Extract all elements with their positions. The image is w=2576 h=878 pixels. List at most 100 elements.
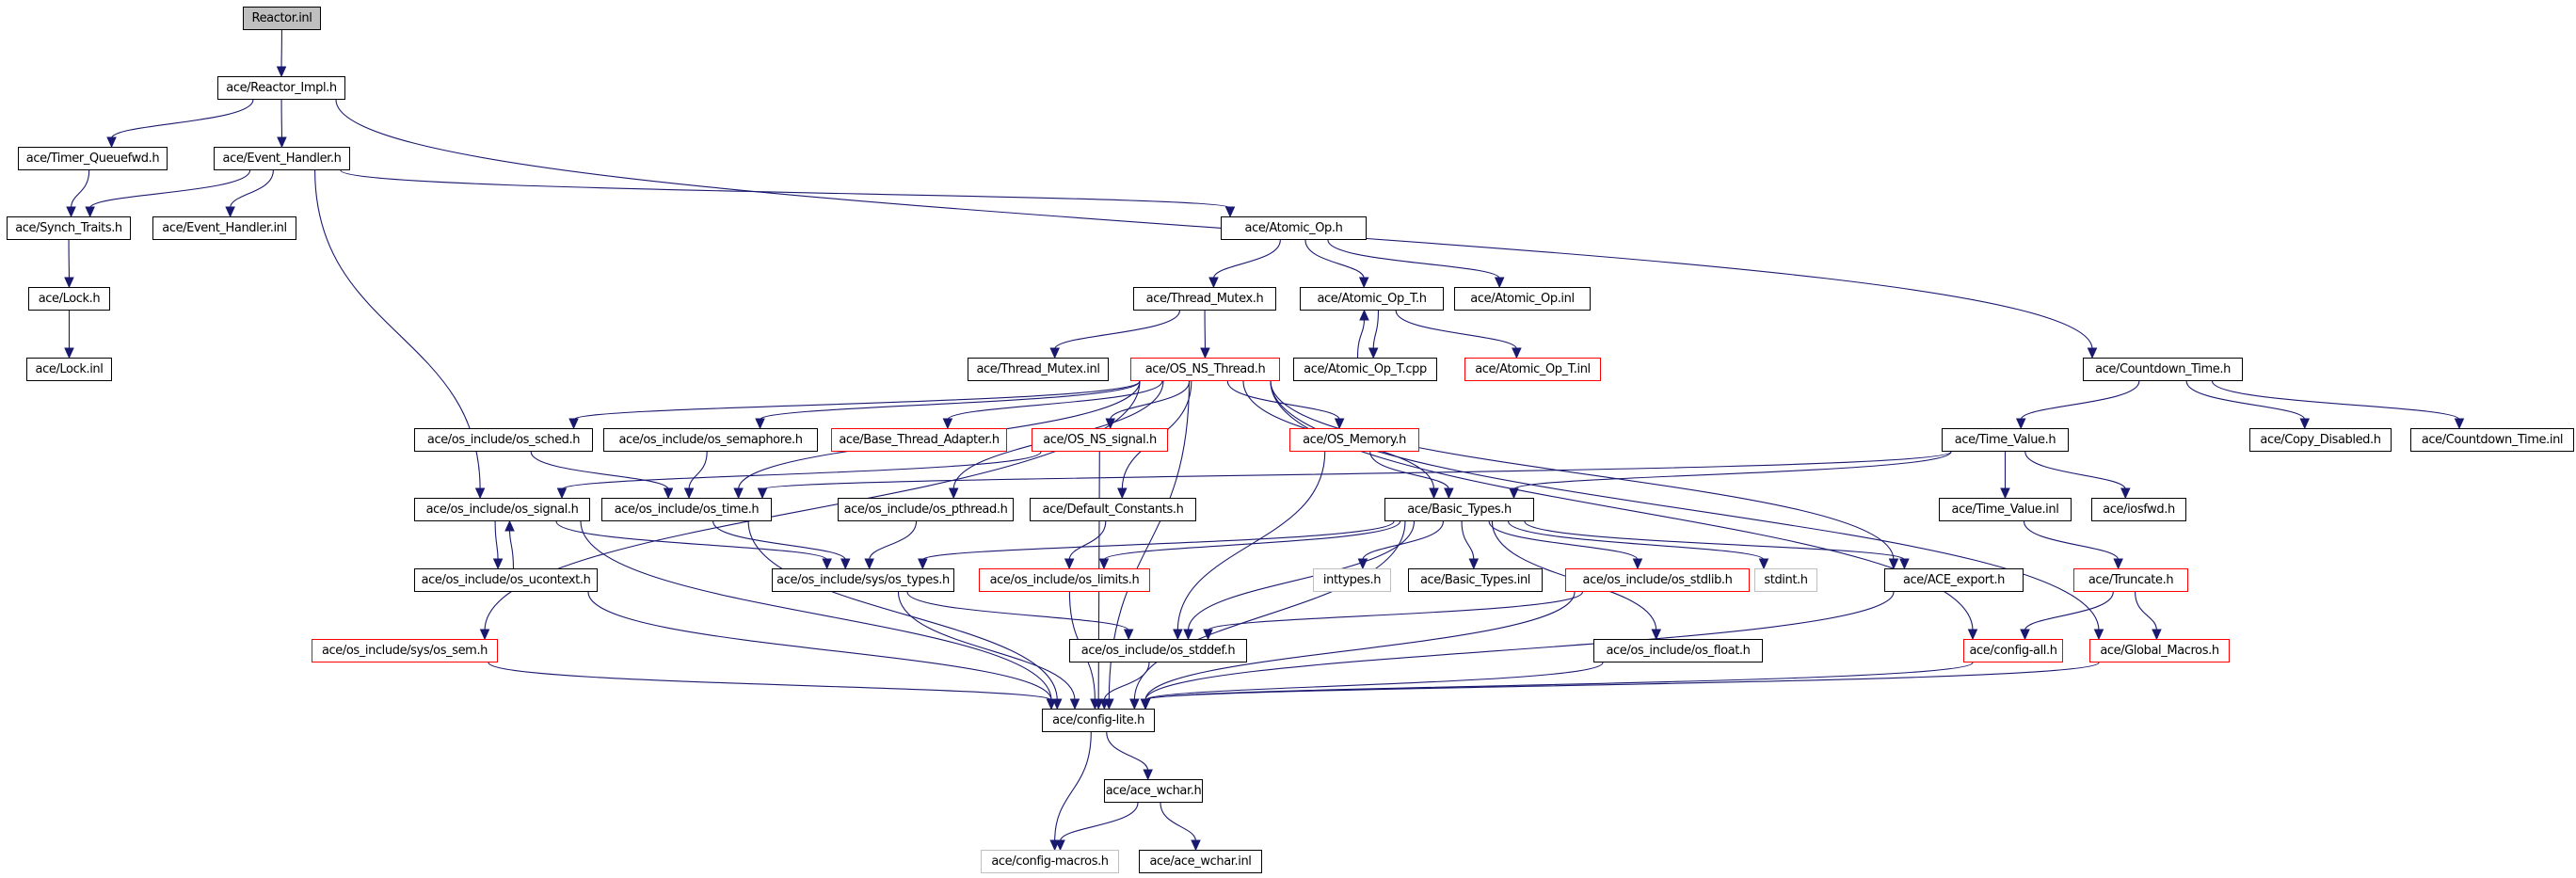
arrowhead-icon — [1090, 698, 1100, 710]
node-os-ns-thread-h[interactable]: ace/OS_NS_Thread.h — [1130, 358, 1280, 381]
node-os-ucontext-h[interactable]: ace/os_include/os_ucontext.h — [414, 568, 598, 592]
node-default-constants-h[interactable]: ace/Default_Constants.h — [1030, 498, 1196, 521]
node-reactor-inl[interactable]: Reactor.inl — [243, 7, 321, 30]
node-os-pthread-h[interactable]: ace/os_include/os_pthread.h — [838, 498, 1014, 521]
node-os-signal-h[interactable]: ace/os_include/os_signal.h — [414, 498, 590, 521]
arrowhead-icon — [822, 558, 832, 570]
node-timer-queuefwd-h[interactable]: ace/Timer_Queuefwd.h — [18, 147, 168, 170]
arrowhead-icon — [1651, 629, 1662, 641]
arrowhead-icon — [755, 418, 765, 430]
edge-basic-types-h-to-ace-export-h — [1524, 520, 1905, 561]
node-os-memory-h[interactable]: ace/OS_Memory.h — [1289, 428, 1419, 452]
node-countdown-time-inl[interactable]: ace/Countdown_Time.inl — [2410, 428, 2574, 452]
node-os-float-h[interactable]: ace/os_include/os_float.h — [1593, 639, 1763, 662]
node-os-sched-h[interactable]: ace/os_include/os_sched.h — [414, 428, 593, 452]
edge-truncate-h-to-config-all-h — [2024, 591, 2114, 631]
edge-basic-types-h-to-os-stddef-h — [1187, 520, 1416, 631]
edge-event-handler-h-to-event-handler-inl — [230, 169, 274, 209]
node-label: ace/Atomic_Op.h — [1244, 221, 1343, 235]
node-sys-os-types-h[interactable]: ace/os_include/sys/os_types.h — [772, 568, 954, 592]
edge-truncate-h-to-global-macros-h — [2135, 591, 2157, 631]
node-os-ns-signal-h[interactable]: ace/OS_NS_signal.h — [1032, 428, 1168, 452]
arrowhead-icon — [1632, 558, 1643, 570]
node-atomic-op-h[interactable]: ace/Atomic_Op.h — [1221, 216, 1367, 240]
node-synch-traits-h[interactable]: ace/Synch_Traits.h — [7, 216, 131, 240]
node-os-semaphore-h[interactable]: ace/os_include/os_semaphore.h — [603, 428, 818, 452]
node-ace-export-h[interactable]: ace/ACE_export.h — [1884, 568, 2024, 592]
edge-os-ns-thread-h-to-config-all-h — [1270, 380, 1974, 631]
node-lock-h[interactable]: ace/Lock.h — [28, 287, 110, 311]
arrowhead-icon — [1098, 558, 1110, 570]
node-config-lite-h[interactable]: ace/config-lite.h — [1042, 709, 1155, 732]
node-os-time-h[interactable]: ace/os_include/os_time.h — [601, 498, 772, 521]
node-atomic-op-inl[interactable]: ace/Atomic_Op.inl — [1454, 287, 1591, 311]
node-label: ace/Basic_Types.inl — [1419, 573, 1531, 587]
node-os-stdlib-h[interactable]: ace/os_include/os_stdlib.h — [1565, 568, 1750, 592]
node-countdown-time-h[interactable]: ace/Countdown_Time.h — [2083, 358, 2243, 381]
node-config-all-h[interactable]: ace/config-all.h — [1963, 639, 2063, 662]
node-basic-types-h[interactable]: ace/Basic_Types.h — [1384, 498, 1534, 521]
edge-sys-os-types-h-to-config-lite-h — [897, 591, 1076, 701]
node-global-macros-h[interactable]: ace/Global_Macros.h — [2089, 639, 2230, 662]
node-label: ace/Basic_Types.h — [1407, 503, 1512, 517]
edge-os-float-h-to-config-lite-h — [1144, 662, 1604, 701]
arrowhead-icon — [66, 206, 76, 218]
edge-os-memory-h-to-basic-types-h — [1369, 451, 1449, 490]
node-event-handler-h[interactable]: ace/Event_Handler.h — [214, 147, 350, 170]
node-basic-types-inl[interactable]: ace/Basic_Types.inl — [1408, 568, 1543, 592]
edge-os-sched-h-to-os-time-h — [530, 451, 669, 490]
node-inttypes-h[interactable]: inttypes.h — [1313, 568, 1391, 592]
node-atomic-op-t-inl[interactable]: ace/Atomic_Op_T.inl — [1464, 358, 1601, 381]
node-label: ace/ace_wchar.inl — [1149, 854, 1252, 869]
arrowhead-icon — [1334, 418, 1345, 430]
node-thread-mutex-h[interactable]: ace/Thread_Mutex.h — [1133, 287, 1276, 311]
edge-default-constants-h-to-os-limits-h — [1068, 520, 1107, 561]
node-reactor-impl-h[interactable]: ace/Reactor_Impl.h — [217, 76, 345, 100]
edge-ace-export-h-to-config-lite-h — [1144, 591, 1895, 701]
arrowhead-icon — [1173, 629, 1183, 641]
node-stdint-h[interactable]: stdint.h — [1754, 568, 1817, 592]
arrowhead-icon — [106, 136, 117, 149]
edge-os-ns-thread-h-to-ace-export-h — [1270, 380, 1895, 561]
arrowhead-icon — [1444, 487, 1454, 500]
node-label: stdint.h — [1764, 573, 1808, 587]
node-label: ace/config-all.h — [1969, 644, 2057, 658]
node-base-thread-adapter-h[interactable]: ace/Base_Thread_Adapter.h — [831, 428, 1007, 452]
arrowhead-icon — [1200, 347, 1210, 359]
node-atomic-op-t-cpp[interactable]: ace/Atomic_Op_T.cpp — [1293, 358, 1437, 381]
node-label: ace/ACE_export.h — [1902, 573, 2006, 587]
node-event-handler-inl[interactable]: ace/Event_Handler.inl — [152, 216, 296, 240]
arrowhead-icon — [683, 487, 695, 500]
node-label: ace/Atomic_Op_T.cpp — [1304, 362, 1427, 376]
node-copy-disabled-h[interactable]: ace/Copy_Disabled.h — [2249, 428, 2392, 452]
node-truncate-h[interactable]: ace/Truncate.h — [2073, 568, 2188, 592]
node-label: ace/Copy_Disabled.h — [2260, 433, 2381, 447]
node-label: ace/Time_Value.h — [1954, 433, 2056, 447]
node-label: ace/os_include/os_limits.h — [989, 573, 1140, 587]
edge-os-ns-thread-h-to-os-semaphore-h — [760, 380, 1141, 421]
edge-sys-os-types-h-to-os-stddef-h — [906, 591, 1129, 631]
node-sys-os-sem-h[interactable]: ace/os_include/sys/os_sem.h — [312, 639, 498, 662]
node-time-value-h[interactable]: ace/Time_Value.h — [1942, 428, 2069, 452]
arrowhead-icon — [1359, 309, 1369, 321]
node-lock-inl[interactable]: ace/Lock.inl — [26, 358, 112, 381]
node-atomic-op-t-h[interactable]: ace/Atomic_Op_T.h — [1300, 287, 1444, 311]
edge-atomic-op-h-to-atomic-op-inl — [1327, 239, 1500, 279]
arrowhead-icon — [864, 558, 874, 570]
node-config-macros-h[interactable]: ace/config-macros.h — [981, 850, 1119, 873]
node-iosfwd-h[interactable]: ace/iosfwd.h — [2091, 498, 2186, 521]
edge-os-ns-signal-h-to-os-signal-h — [561, 451, 1042, 490]
edge-atomic-op-t-cpp-to-atomic-op-t-h — [1356, 318, 1366, 359]
node-label: ace/Reactor_Impl.h — [226, 81, 337, 95]
node-ace-wchar-inl[interactable]: ace/ace_wchar.inl — [1139, 850, 1262, 873]
node-time-value-inl[interactable]: ace/Time_Value.inl — [1939, 498, 2072, 521]
arrowhead-icon — [1208, 277, 1219, 289]
node-label: ace/os_include/os_float.h — [1606, 644, 1751, 658]
node-thread-mutex-inl[interactable]: ace/Thread_Mutex.inl — [968, 358, 1109, 381]
node-os-limits-h[interactable]: ace/os_include/os_limits.h — [979, 568, 1150, 592]
node-ace-wchar-h[interactable]: ace/ace_wchar.h — [1104, 779, 1203, 803]
node-os-stddef-h[interactable]: ace/os_include/os_stddef.h — [1069, 639, 1247, 662]
node-label: ace/Timer_Queuefwd.h — [25, 152, 160, 166]
arrowhead-icon — [948, 487, 959, 500]
edge-os-time-h-to-config-lite-h — [747, 520, 1058, 701]
